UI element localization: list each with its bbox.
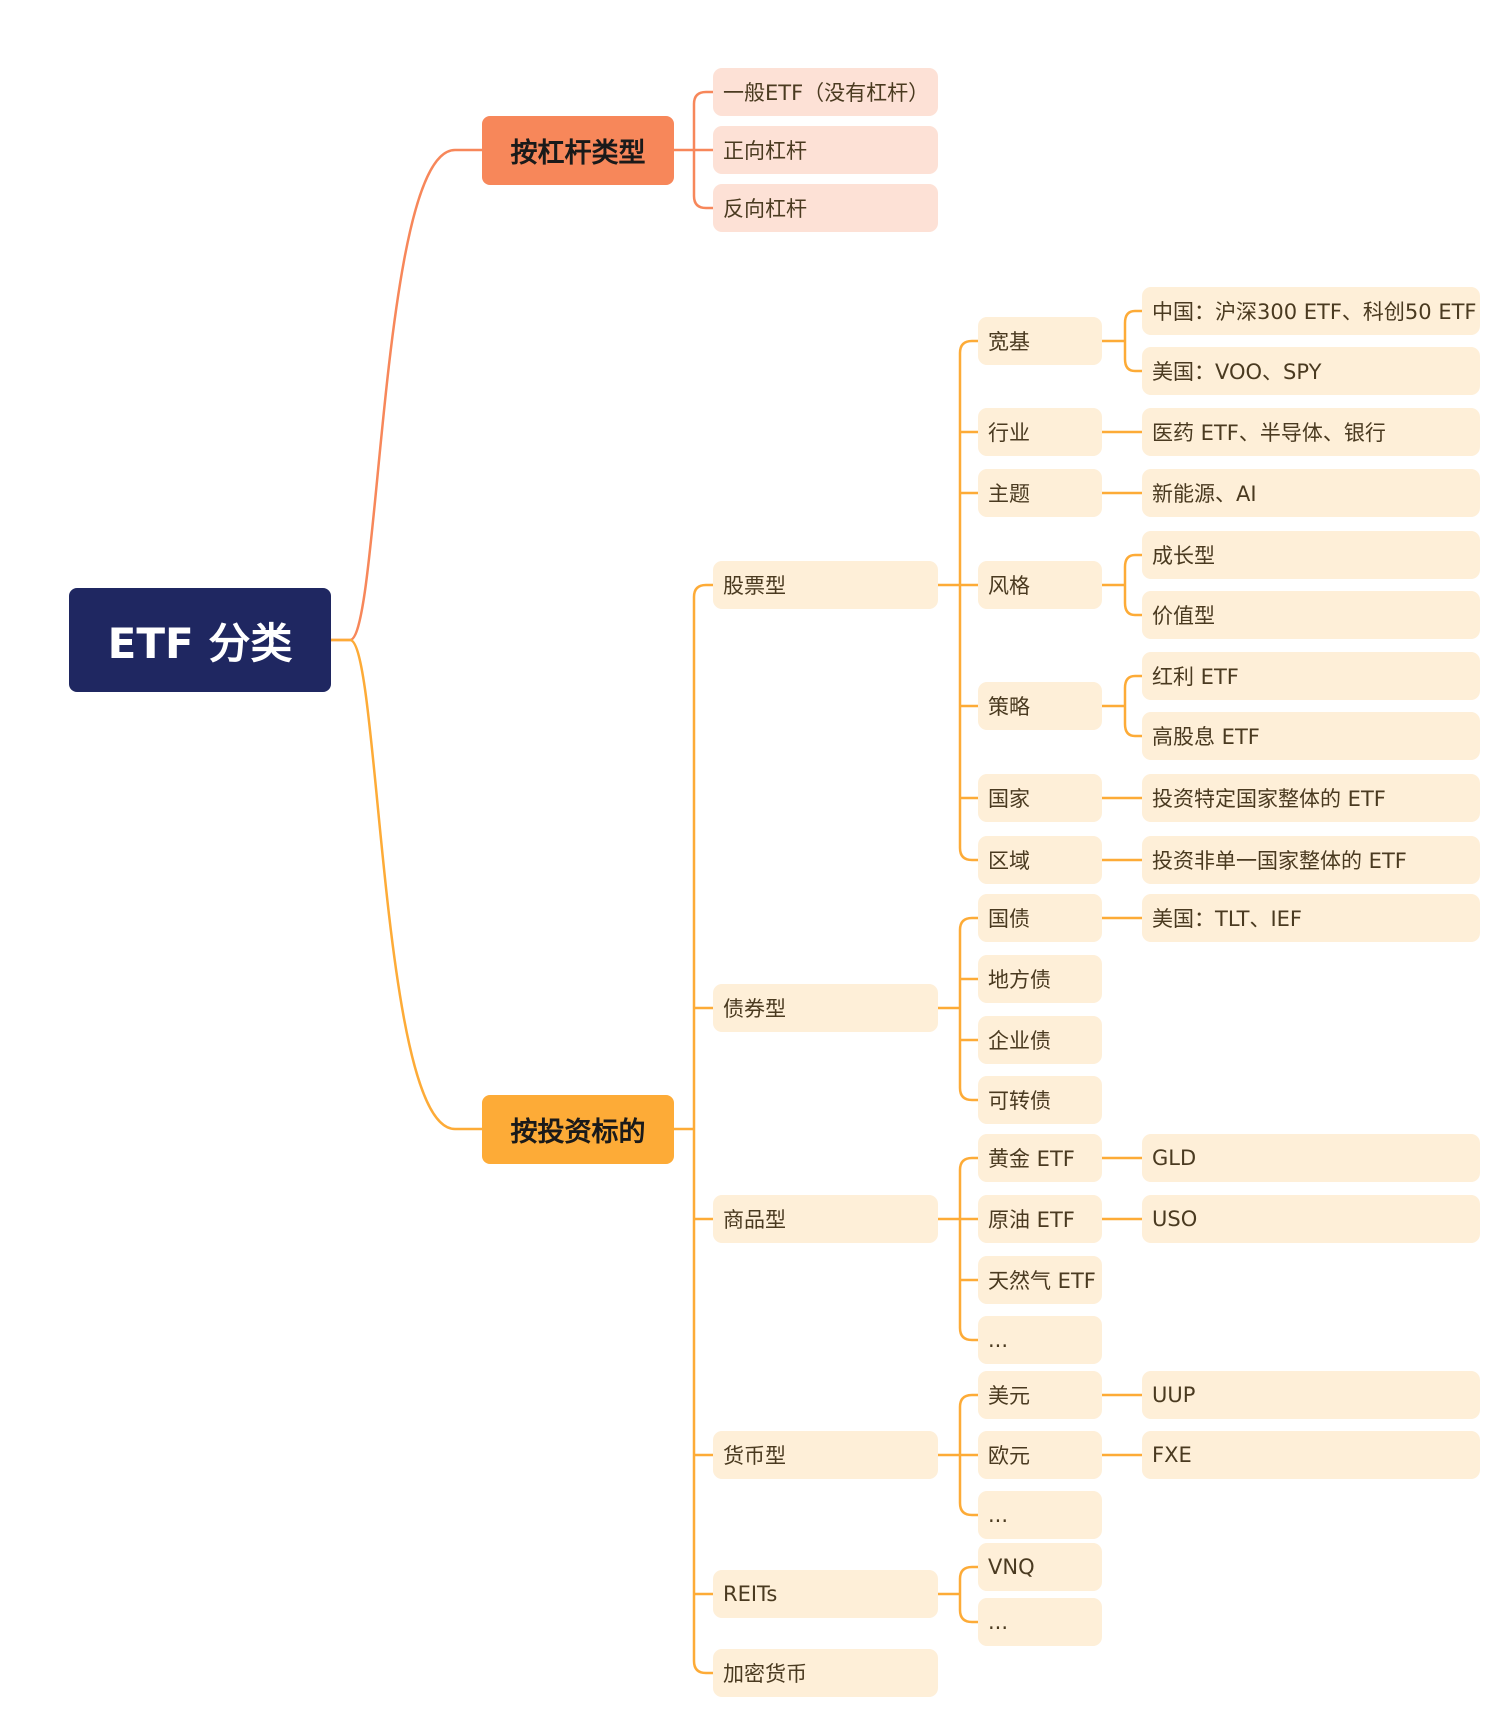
commodity-more[interactable]: ...	[978, 1316, 1102, 1364]
leverage-item-long[interactable]: 正向杠杆	[713, 126, 938, 174]
stock-broad[interactable]: 宽基	[978, 317, 1102, 365]
category-commodity[interactable]: 商品型	[713, 1195, 938, 1243]
bond-convertible[interactable]: 可转债	[978, 1076, 1102, 1124]
strategy-high-yield[interactable]: 高股息 ETF	[1142, 712, 1480, 760]
stock-theme[interactable]: 主题	[978, 469, 1102, 517]
stock-country[interactable]: 国家	[978, 774, 1102, 822]
treasury-detail[interactable]: 美国：TLT、IEF	[1142, 894, 1480, 942]
leverage-item-normal[interactable]: 一般ETF（没有杠杆）	[713, 68, 938, 116]
branch-investment-target[interactable]: 按投资标的	[482, 1095, 674, 1164]
stock-region[interactable]: 区域	[978, 836, 1102, 884]
bond-treasury[interactable]: 国债	[978, 894, 1102, 942]
reits-more[interactable]: ...	[978, 1598, 1102, 1646]
usd-detail[interactable]: UUP	[1142, 1371, 1480, 1419]
eur-detail[interactable]: FXE	[1142, 1431, 1480, 1479]
bond-local[interactable]: 地方债	[978, 955, 1102, 1003]
currency-eur[interactable]: 欧元	[978, 1431, 1102, 1479]
strategy-dividend[interactable]: 红利 ETF	[1142, 652, 1480, 700]
connectors-investment	[674, 309, 1142, 1675]
broad-us[interactable]: 美国：VOO、SPY	[1142, 347, 1480, 395]
leverage-item-inverse[interactable]: 反向杠杆	[713, 184, 938, 232]
currency-usd[interactable]: 美元	[978, 1371, 1102, 1419]
reits-vnq[interactable]: VNQ	[978, 1543, 1102, 1591]
theme-detail[interactable]: 新能源、AI	[1142, 469, 1480, 517]
stock-industry[interactable]: 行业	[978, 408, 1102, 456]
root-label: ETF 分类	[107, 618, 293, 668]
broad-china[interactable]: 中国：沪深300 ETF、科创50 ETF	[1142, 287, 1480, 335]
oil-detail[interactable]: USO	[1142, 1195, 1480, 1243]
category-currency[interactable]: 货币型	[713, 1431, 938, 1479]
bond-corporate[interactable]: 企业债	[978, 1016, 1102, 1064]
commodity-gold[interactable]: 黄金 ETF	[978, 1134, 1102, 1182]
stock-style[interactable]: 风格	[978, 561, 1102, 609]
category-stock[interactable]: 股票型	[713, 561, 938, 609]
branch-investment-label: 按投资标的	[510, 1117, 646, 1148]
root-node[interactable]: ETF 分类	[69, 588, 331, 692]
industry-detail[interactable]: 医药 ETF、半导体、银行	[1142, 408, 1480, 456]
region-detail[interactable]: 投资非单一国家整体的 ETF	[1142, 836, 1480, 884]
connector-root-investment	[331, 638, 482, 1131]
gold-detail[interactable]: GLD	[1142, 1134, 1480, 1182]
country-detail[interactable]: 投资特定国家整体的 ETF	[1142, 774, 1480, 822]
connector-root-leverage	[331, 148, 482, 642]
style-value[interactable]: 价值型	[1142, 591, 1480, 639]
style-growth[interactable]: 成长型	[1142, 531, 1480, 579]
branch-leverage-type[interactable]: 按杠杆类型	[482, 116, 674, 185]
currency-more[interactable]: ...	[978, 1491, 1102, 1539]
branch-leverage-label: 按杠杆类型	[510, 138, 646, 169]
category-crypto[interactable]: 加密货币	[713, 1649, 938, 1697]
commodity-oil[interactable]: 原油 ETF	[978, 1195, 1102, 1243]
commodity-gas[interactable]: 天然气 ETF	[978, 1256, 1102, 1304]
category-reits[interactable]: REITs	[713, 1570, 938, 1618]
stock-strategy[interactable]: 策略	[978, 682, 1102, 730]
connectors-leverage	[674, 90, 713, 210]
category-bond[interactable]: 债券型	[713, 984, 938, 1032]
